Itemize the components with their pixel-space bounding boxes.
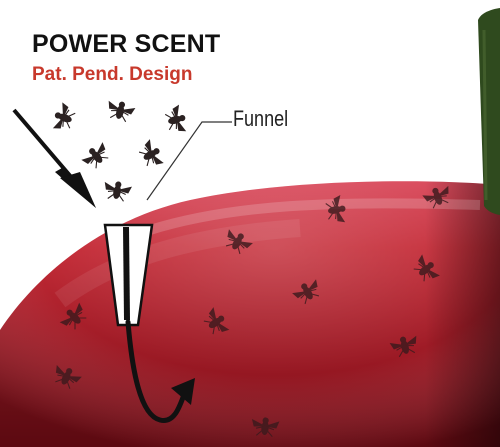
funnel-icon	[103, 223, 154, 327]
fly-icon	[163, 104, 189, 136]
subtitle: Pat. Pend. Design	[32, 64, 193, 85]
funnel-label: Funnel	[233, 106, 289, 131]
fly-icon	[79, 140, 113, 173]
title: POWER SCENT	[32, 30, 221, 58]
fly-icon	[136, 138, 166, 171]
funnel-leader-line	[146, 121, 232, 201]
fly-icon	[102, 179, 133, 203]
arrow-icon	[12, 108, 96, 208]
fly-icon	[50, 101, 78, 134]
fly-icon	[104, 98, 136, 124]
curved-arrow-icon	[125, 319, 195, 423]
